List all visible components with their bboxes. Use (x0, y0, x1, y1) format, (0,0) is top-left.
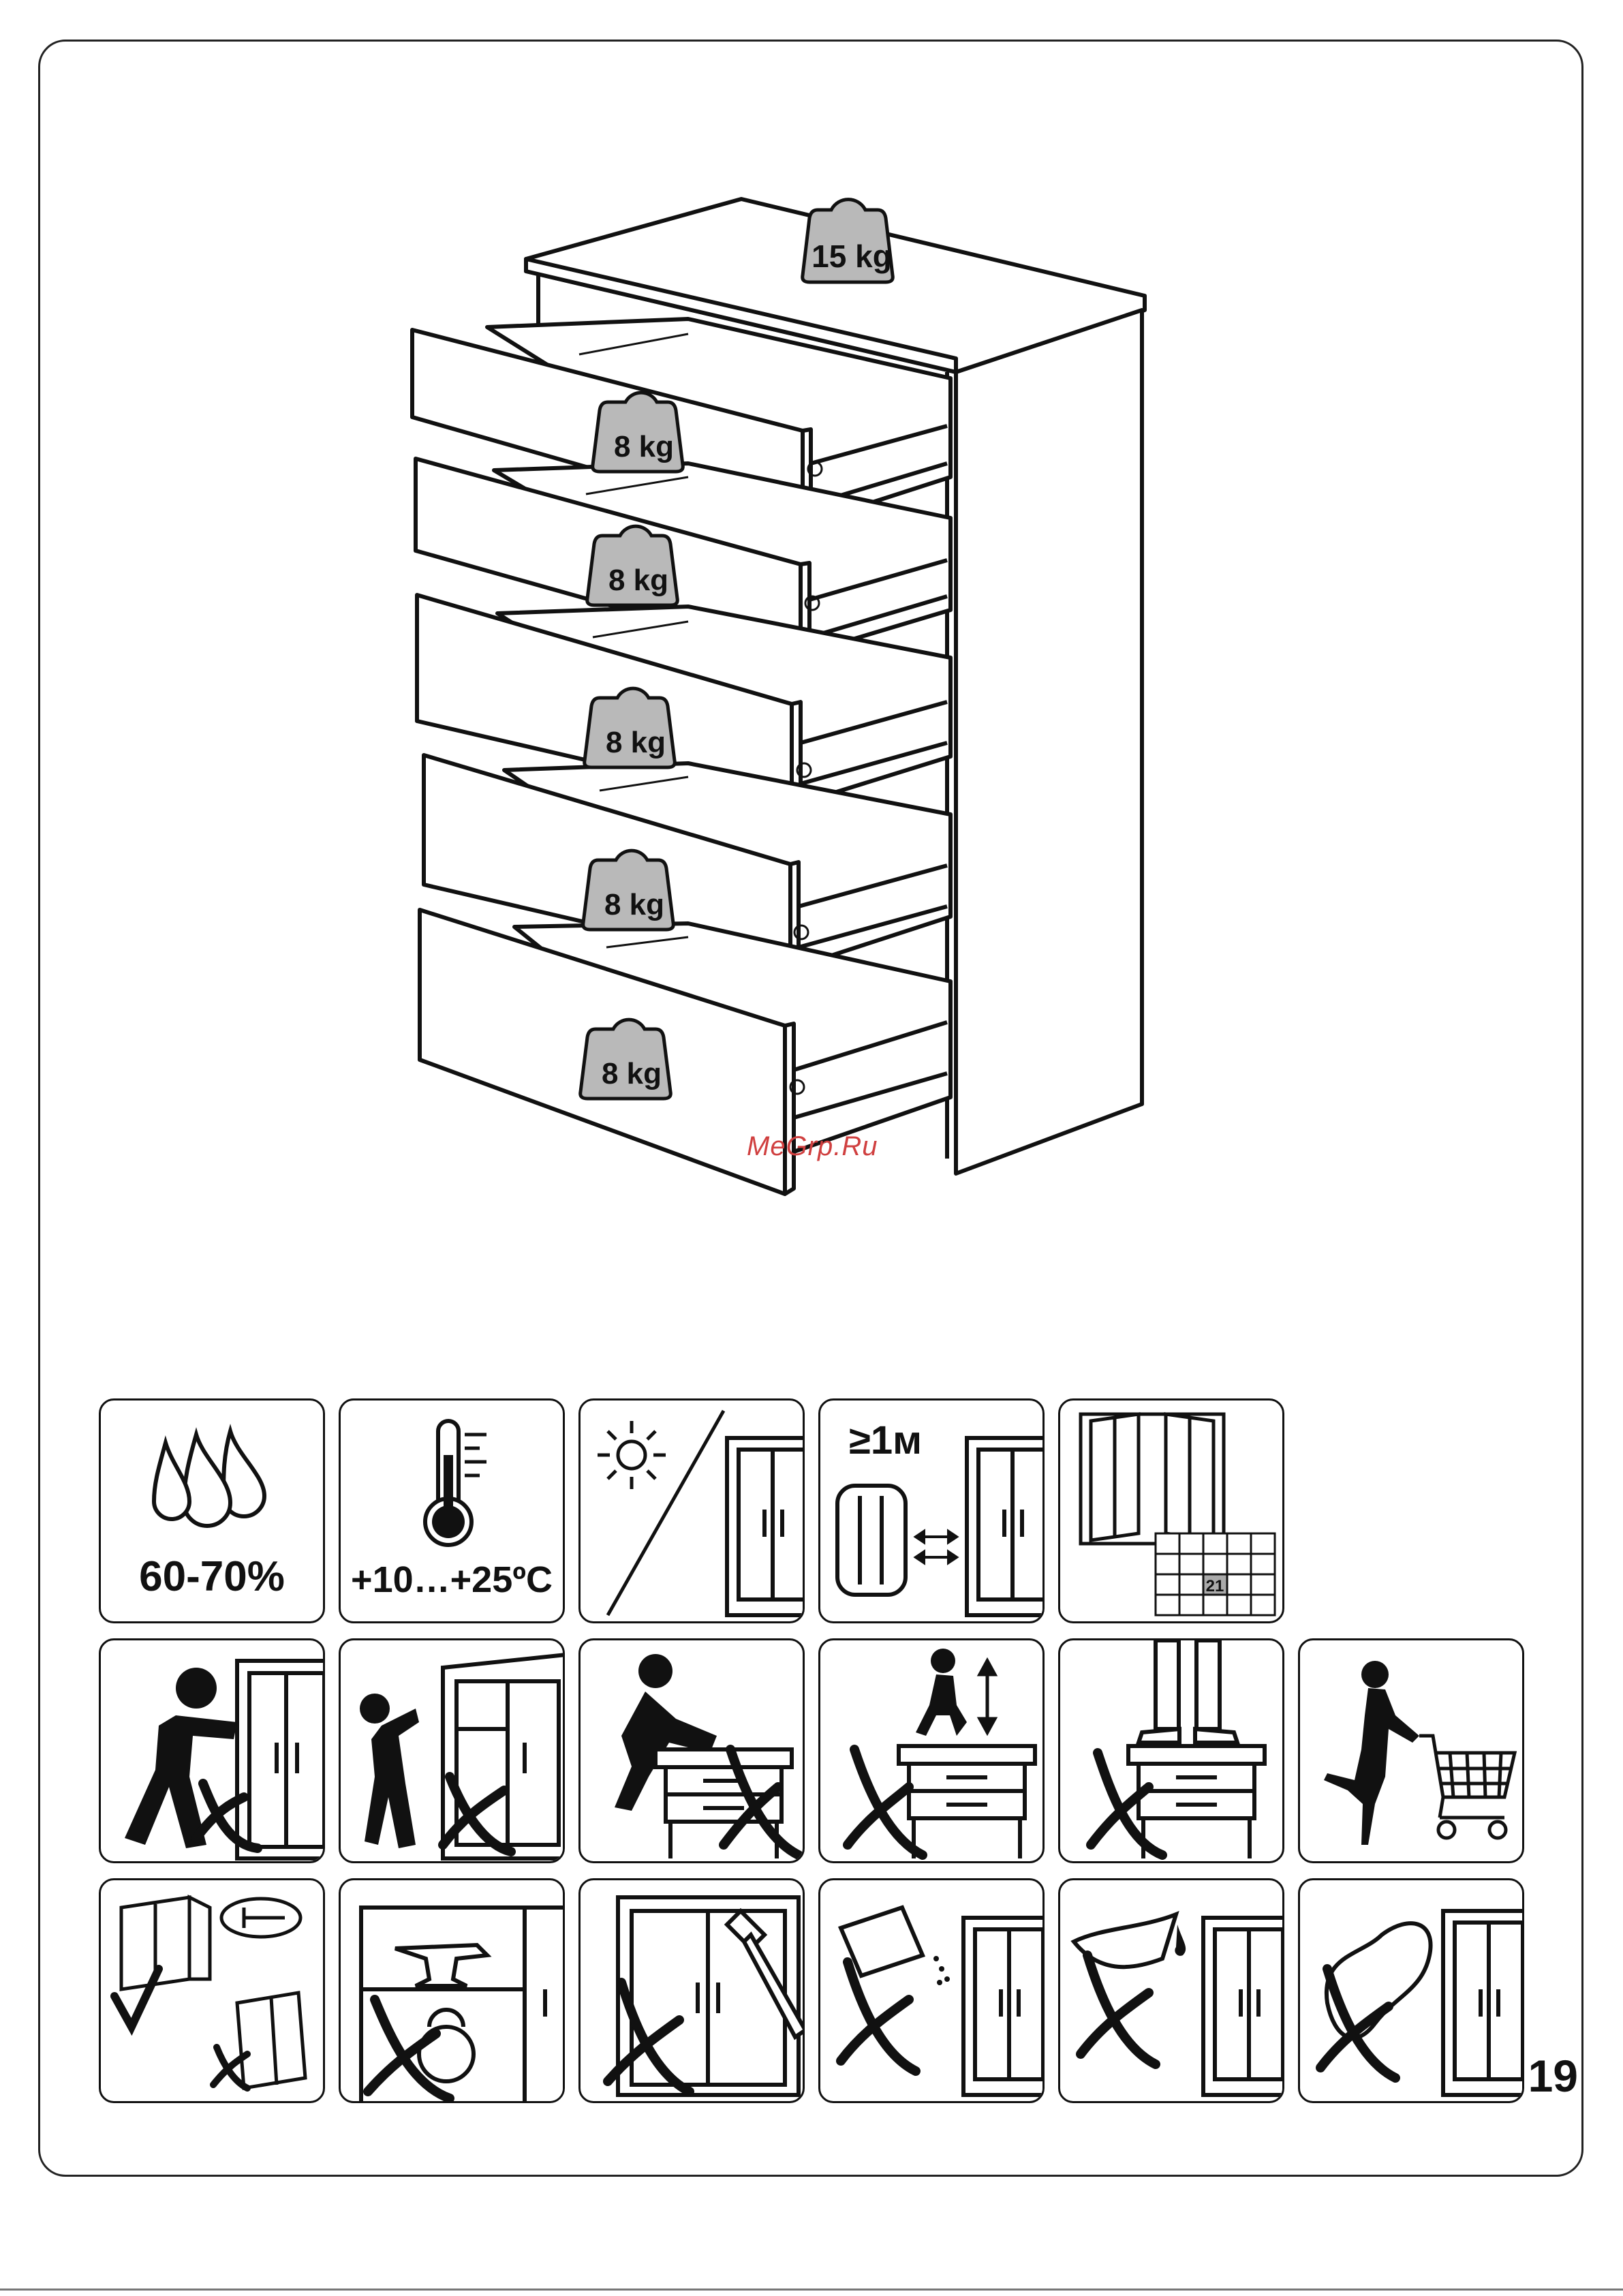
no-tilt-tile (339, 1638, 565, 1863)
bottom-rule (0, 2289, 1623, 2291)
no-abrasive-tile (818, 1878, 1045, 2103)
heater-distance-tile: ≥1м (818, 1398, 1045, 1623)
weight-badge-drawer-3: 8 kg (585, 688, 675, 767)
sun-icon (581, 1400, 805, 1623)
weight-badge-drawer-2: 8 kg (587, 526, 678, 605)
calendar-day: 21 (1206, 1577, 1224, 1595)
hammer-icon (581, 1880, 805, 2103)
no-push-tile (99, 1638, 325, 1863)
page-number: 19 (1528, 2050, 1578, 2102)
watermark: MeGrp.Ru (747, 1131, 878, 1162)
radiator-icon: ≥1м (820, 1400, 1045, 1623)
no-heavy-tile (339, 1878, 565, 2103)
humidity-tile: 60-70% (99, 1398, 325, 1623)
weight-badge-drawer-5: 8 kg (581, 1020, 671, 1099)
weight-badge-drawer-1: 8 kg (593, 393, 683, 472)
wall-fix-tile (99, 1878, 325, 2103)
shopping-cart-icon (1300, 1640, 1524, 1863)
weight-badge-top: 15 kg (803, 200, 893, 282)
person-sitting-icon (581, 1640, 805, 1863)
heater-distance-label: ≥1м (849, 1418, 922, 1463)
open-window-icon: 21 (1060, 1400, 1284, 1623)
top-load-label: 15 kg (812, 239, 892, 274)
no-sunlight-tile (578, 1398, 805, 1623)
temperature-tile: +10…+25ºC (339, 1398, 565, 1623)
wet-cloth-icon (1300, 1880, 1524, 2103)
abrasive-sponge-icon (820, 1880, 1045, 2103)
person-pushing-icon (101, 1640, 325, 1863)
no-hammer-tile (578, 1878, 805, 2103)
drawer-5-load-label: 8 kg (602, 1057, 662, 1090)
drawer-3-load-label: 8 kg (606, 726, 666, 759)
no-sit-tile (578, 1638, 805, 1863)
weight-badge-drawer-4: 8 kg (583, 851, 674, 930)
no-jump-tile (818, 1638, 1045, 1863)
airing-tile: 21 (1058, 1398, 1284, 1623)
legs-standing-icon (1060, 1640, 1284, 1863)
humidity-caption: 60-70% (101, 1552, 323, 1601)
no-stand-tile (1058, 1638, 1284, 1863)
no-wet-cloth-tile (1298, 1878, 1524, 2103)
drawer-2-load-label: 8 kg (608, 564, 668, 597)
drawer-4-load-label: 8 kg (604, 888, 664, 921)
temperature-caption: +10…+25ºC (341, 1559, 563, 1601)
wall-anchor-icon (101, 1880, 325, 2103)
calendar-icon (1156, 1533, 1275, 1615)
no-chemicals-tile (1058, 1878, 1284, 2103)
person-jumping-icon (820, 1640, 1045, 1863)
shopping-tile (1298, 1638, 1524, 1863)
drawer-1-load-label: 8 kg (614, 430, 674, 463)
chemical-drop-icon (1060, 1880, 1284, 2103)
anvil-kettlebell-icon (341, 1880, 565, 2103)
person-tilting-icon (341, 1640, 565, 1863)
